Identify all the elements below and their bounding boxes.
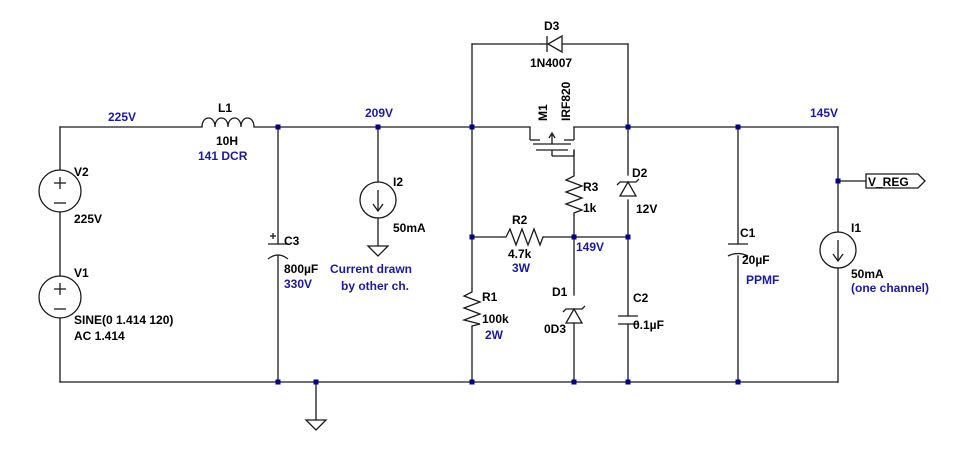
current-source-symbol xyxy=(359,181,397,219)
source-v1: V1 SINE(0 1.414 120) AC 1.414 xyxy=(38,266,173,343)
c3-value: 800µF xyxy=(284,262,318,276)
inductor-symbol xyxy=(201,117,255,128)
r3-name: R3 xyxy=(583,180,599,194)
c2-name: C2 xyxy=(633,291,649,305)
v1-sine: SINE(0 1.414 120) xyxy=(74,313,173,327)
i1-name: I1 xyxy=(851,221,861,235)
i1-value: 50mA xyxy=(851,267,884,281)
ground-icon xyxy=(304,419,328,431)
r2-name: R2 xyxy=(512,213,528,227)
resistor-symbol xyxy=(461,288,482,327)
capacitor-c2: C2 0.1µF xyxy=(618,291,664,332)
capacitor-curved-plate xyxy=(727,252,749,257)
i1-note: (one channel) xyxy=(851,281,929,295)
vreg-label: V_REG xyxy=(868,175,909,189)
v2-value: 225V xyxy=(74,212,102,226)
capacitor-c1: C1 20µF PPMF xyxy=(727,226,779,287)
i2-value: 50mA xyxy=(393,221,426,235)
c3-name: C3 xyxy=(284,234,300,248)
d1-value: 0D3 xyxy=(544,322,566,336)
net-label-149v: 149V xyxy=(576,240,604,254)
l1-value: 10H xyxy=(216,134,238,148)
i2-note-1: Current drawn xyxy=(330,262,412,276)
net-label-145v: 145V xyxy=(810,106,838,120)
mosfet-m1: M1 IRF820 xyxy=(529,81,575,157)
current-source-i1: I1 50mA (one channel) xyxy=(819,221,929,295)
c3-voltage: 330V xyxy=(284,277,312,291)
c1-value: 20µF xyxy=(742,253,770,267)
c1-name: C1 xyxy=(740,226,756,240)
zener-d1: D1 0D3 xyxy=(544,285,586,336)
wires xyxy=(59,43,867,421)
v1-name: V1 xyxy=(74,266,89,280)
capacitor-curved-plate xyxy=(267,254,289,260)
capacitor-c3: C3 800µF 330V xyxy=(267,233,318,291)
port-flag-icon xyxy=(865,173,926,189)
resistor-r3: R3 1k xyxy=(564,172,599,216)
r1-name: R1 xyxy=(482,290,498,304)
voltage-source-symbol xyxy=(38,275,82,319)
diode-symbol xyxy=(546,34,563,54)
r1-value: 100k xyxy=(482,312,509,326)
d2-value: 12V xyxy=(636,202,657,216)
d3-name: D3 xyxy=(544,19,560,33)
m1-name: M1 xyxy=(536,104,550,121)
r2-power: 3W xyxy=(512,261,531,275)
resistor-symbol xyxy=(564,172,584,216)
l1-dcr: 141 DCR xyxy=(198,149,248,163)
resistor-r1: R1 100k 2W xyxy=(461,288,509,342)
current-source-symbol xyxy=(819,231,857,269)
net-label-209v: 209V xyxy=(365,106,393,120)
current-source-i2: I2 50mA Current drawn by other ch. xyxy=(330,175,426,293)
l1-name: L1 xyxy=(218,101,232,115)
junction-dots xyxy=(275,124,841,385)
r1-power: 2W xyxy=(485,328,504,342)
inductor-l1: L1 10H 141 DCR xyxy=(198,101,255,163)
resistor-symbol xyxy=(502,227,544,247)
m1-value: IRF820 xyxy=(559,81,573,121)
r3-value: 1k xyxy=(583,201,597,215)
diode-d3: D3 1N4007 xyxy=(530,19,572,70)
voltage-source-symbol xyxy=(38,169,82,213)
v1-ac: AC 1.414 xyxy=(74,329,125,343)
zener-symbol xyxy=(564,307,584,324)
d2-name: D2 xyxy=(632,166,648,180)
v2-name: V2 xyxy=(74,165,89,179)
zener-symbol xyxy=(618,180,638,197)
ground-icon xyxy=(366,245,390,257)
resistor-r2: R2 4.7k 3W xyxy=(502,213,544,275)
c2-value: 0.1µF xyxy=(633,318,664,332)
i2-name: I2 xyxy=(393,175,403,189)
net-label-225v: 225V xyxy=(108,110,136,124)
d1-name: D1 xyxy=(552,285,568,299)
i2-note-2: by other ch. xyxy=(341,279,409,293)
source-v2: V2 225V xyxy=(38,165,102,226)
r2-value: 4.7k xyxy=(508,247,532,261)
output-port-vreg: V_REG xyxy=(865,173,926,189)
zener-d2: D2 12V xyxy=(616,166,657,216)
c1-type: PPMF xyxy=(746,273,779,287)
d3-value: 1N4007 xyxy=(530,56,572,70)
